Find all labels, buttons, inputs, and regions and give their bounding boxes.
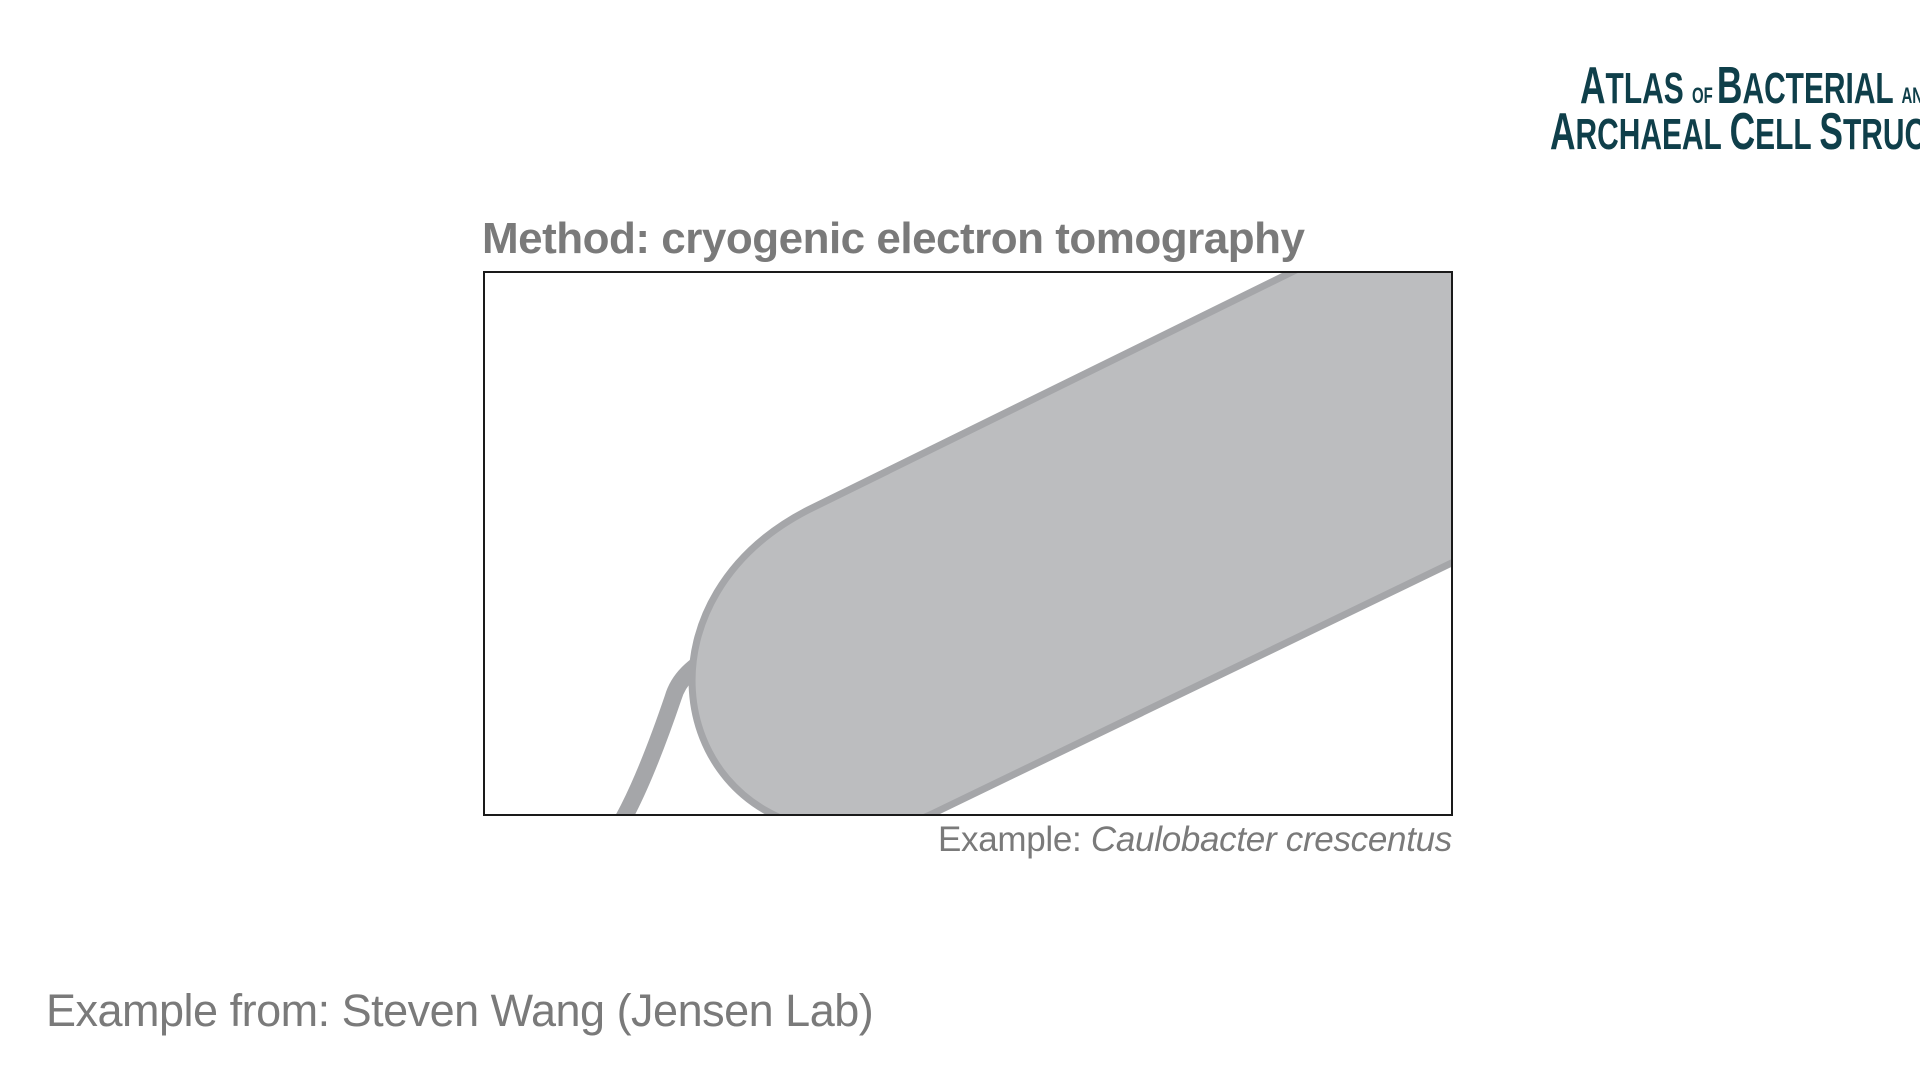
example-credit: Example from: Steven Wang (Jensen Lab) (46, 985, 874, 1036)
bacterial-cell (688, 273, 1451, 814)
logo-letter: A (1580, 57, 1606, 115)
logo-letter: B (1716, 57, 1743, 115)
example-prefix: Example: (937, 820, 1091, 859)
logo-text: RCHAEAL (1575, 110, 1730, 159)
logo-letter: A (1550, 103, 1576, 161)
example-species: Caulobacter crescentus (1090, 820, 1452, 859)
example-caption: Example: Caulobacter crescentus (938, 820, 1452, 860)
logo-letter: S (1819, 103, 1843, 161)
method-title: Method: cryogenic electron tomography (482, 214, 1305, 263)
logo-letter: C (1729, 103, 1756, 161)
logo-line-2: ARCHAEAL CELL STRUCTURE (1550, 106, 1920, 158)
cell-diagram (616, 273, 1451, 814)
atlas-logo: ATLAS OF BACTERIAL AND ARCHAEAL CELL STR… (1550, 60, 1920, 158)
logo-text: TLAS (1605, 64, 1692, 113)
logo-line-1: ATLAS OF BACTERIAL AND (1580, 60, 1920, 112)
logo-text: ACTERIAL (1742, 64, 1902, 113)
logo-text: AND (1901, 83, 1920, 108)
logo-text: TRUCTURE (1842, 110, 1920, 159)
figure-frame (483, 271, 1453, 816)
logo-text: OF (1691, 83, 1717, 108)
logo-text: ELL (1755, 110, 1820, 159)
